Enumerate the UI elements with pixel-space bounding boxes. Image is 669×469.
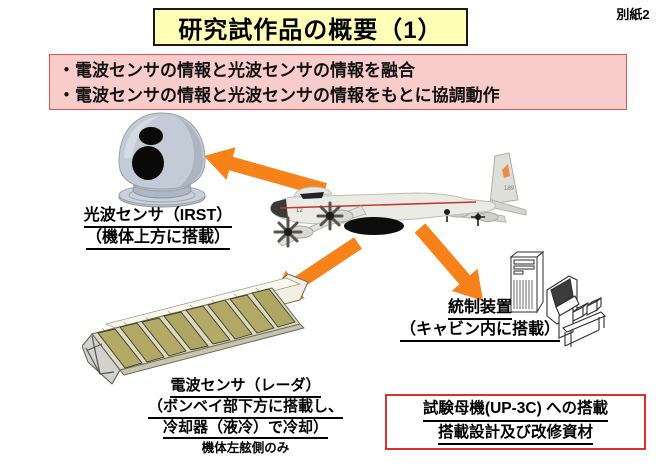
title-box: 研究試作品の概要（1） bbox=[153, 8, 468, 46]
control-label-line1: 統制装置 bbox=[447, 298, 512, 320]
irst-label: 光波センサ（IRST） （機体上方に搭載） bbox=[58, 206, 258, 250]
control-device-image bbox=[495, 250, 607, 352]
footer-box: 試験母機(UP-3C) への搭載 搭載設計及び改修資材 bbox=[385, 394, 646, 450]
aircraft-nose-number: 12 bbox=[296, 208, 303, 214]
radar-label-line1: 電波センサ（レーダ） bbox=[170, 377, 321, 398]
aircraft-tail-number: 189 bbox=[504, 186, 515, 192]
footer-line1: 試験母機(UP-3C) への搭載 bbox=[422, 399, 609, 422]
aircraft-image: 189 12 bbox=[266, 150, 528, 258]
irst-sensor-image bbox=[110, 110, 215, 210]
control-label: 統制装置 （キャビン内に搭載） bbox=[396, 298, 564, 342]
summary-box: ・電波センサの情報と光波センサの情報を融合 ・電波センサの情報と光波センサの情報… bbox=[49, 54, 627, 110]
summary-line-1: ・電波センサの情報と光波センサの情報を融合 bbox=[58, 61, 415, 80]
radar-sensor-image bbox=[82, 274, 332, 399]
radar-label: 電波センサ（レーダ） （ボンベイ部下方に搭載し、 冷却器（液冷）で冷却） 機体左… bbox=[118, 377, 373, 458]
footer-line2: 搭載設計及び改修資材 bbox=[437, 423, 593, 446]
irst-label-line1: 光波センサ（IRST） bbox=[83, 206, 233, 228]
page-title: 研究試作品の概要（1） bbox=[178, 16, 443, 44]
control-label-line2: （キャビン内に搭載） bbox=[399, 320, 560, 342]
attachment-label: 別紙2 bbox=[616, 7, 650, 22]
radar-label-line3: 冷却器（液冷）で冷却） bbox=[162, 419, 328, 440]
irst-label-line2: （機体上方に搭載） bbox=[85, 228, 230, 250]
summary-line-2: ・電波センサの情報と光波センサの情報をもとに協調動作 bbox=[58, 86, 500, 105]
radar-label-line2: （ボンベイ部下方に搭載し、 bbox=[147, 398, 343, 419]
radar-note: 機体左舷側のみ bbox=[201, 441, 290, 456]
